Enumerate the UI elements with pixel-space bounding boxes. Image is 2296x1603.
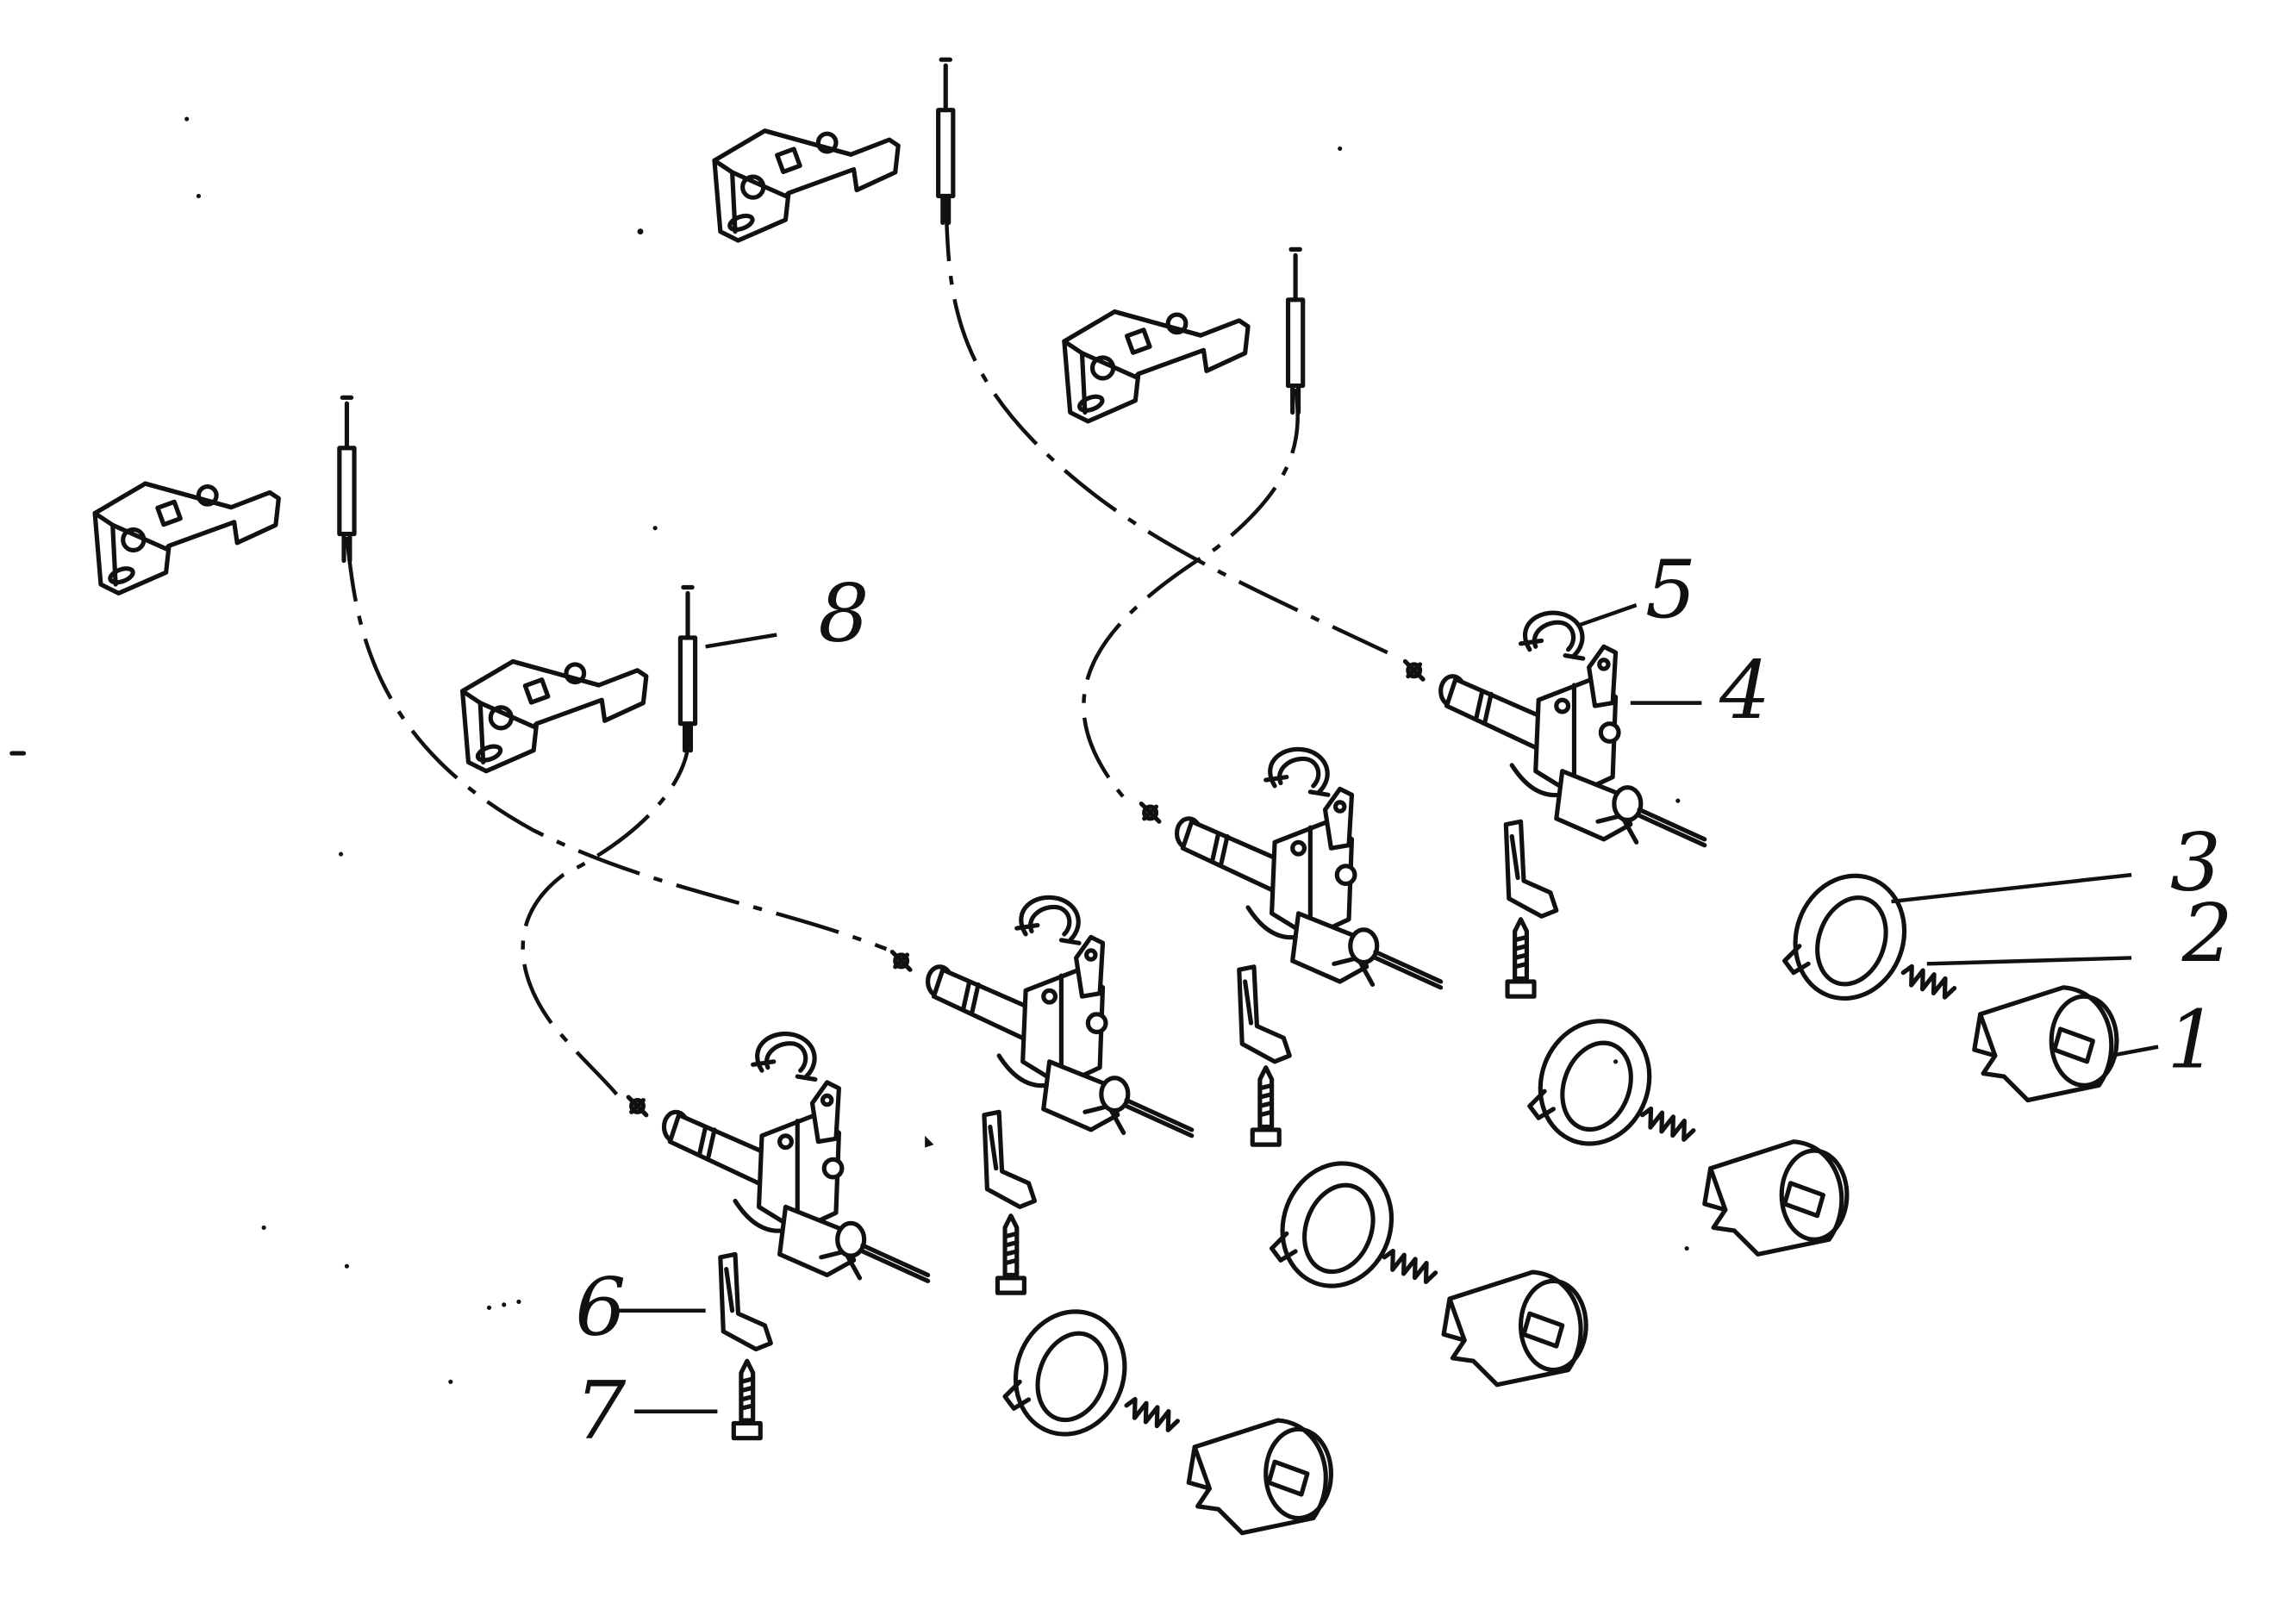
clip-c — [1017, 897, 1079, 943]
callout-6: 6 — [575, 1260, 626, 1353]
knob-a — [1975, 988, 2117, 1101]
callout-7: 7 — [575, 1364, 626, 1457]
l-bracket-b — [1239, 967, 1289, 1062]
clip-a — [1521, 613, 1583, 658]
callout-5: 5 — [1645, 543, 1696, 636]
knob-d — [1189, 1420, 1331, 1533]
ring-d — [999, 1296, 1142, 1450]
screw-d — [733, 1361, 760, 1438]
spring-b — [1639, 1107, 1695, 1142]
valve-d — [628, 1082, 927, 1281]
spring-d — [1124, 1397, 1180, 1432]
ring-c — [1265, 1148, 1408, 1301]
clip-d — [753, 1034, 815, 1080]
probe-c — [340, 397, 354, 560]
screw-a — [1507, 920, 1534, 996]
l-bracket-a — [1506, 821, 1556, 916]
bracket-b — [1064, 312, 1248, 421]
ring-a — [1778, 860, 1921, 1014]
knob-c — [1444, 1272, 1586, 1385]
valve-b — [1141, 789, 1440, 987]
callout-8: 8 — [818, 566, 869, 659]
clip-b — [1266, 749, 1328, 795]
callout-1: 1 — [2167, 994, 2218, 1087]
screw-b — [1252, 1068, 1279, 1145]
l-bracket-c — [984, 1112, 1034, 1207]
bracket-d — [463, 661, 646, 770]
valve-c — [892, 937, 1191, 1135]
spring-a — [1900, 964, 1956, 1000]
callout-2: 2 — [2181, 887, 2233, 980]
bracket-c — [95, 483, 278, 593]
callout-3: 3 — [2170, 815, 2221, 908]
l-bracket-d — [721, 1254, 771, 1349]
spring-c — [1382, 1249, 1438, 1284]
valve-a — [1405, 646, 1704, 845]
screw-c — [997, 1216, 1024, 1293]
probe-a — [939, 59, 953, 222]
bracket-a — [714, 131, 898, 240]
ring-b — [1524, 1006, 1667, 1159]
probe-b — [1288, 249, 1303, 412]
callout-4: 4 — [1719, 644, 1770, 737]
knob-b — [1705, 1142, 1847, 1255]
